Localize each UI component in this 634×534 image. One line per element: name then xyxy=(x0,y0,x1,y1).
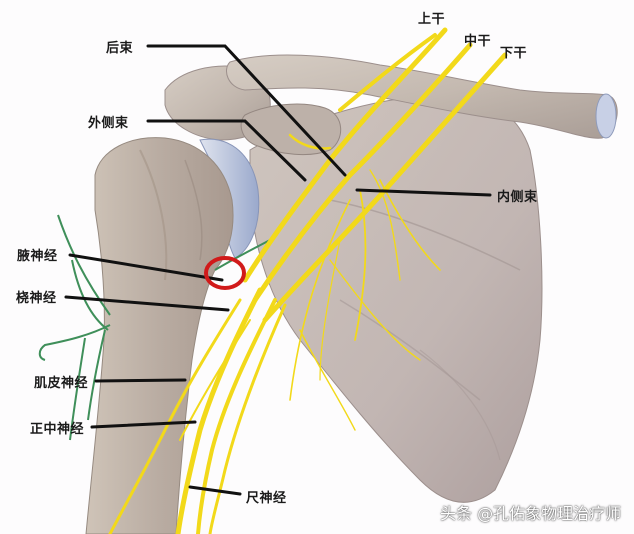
label-radial-nerve: 桡神经 xyxy=(16,291,57,306)
label-lateral-cord: 外侧束 xyxy=(88,116,129,131)
leader-medial-cord xyxy=(355,188,492,197)
leader-musculocutaneous-nerve xyxy=(94,378,187,383)
label-lower-trunk: 下干 xyxy=(500,46,528,61)
label-ulnar-nerve: 尺神经 xyxy=(246,491,287,506)
label-medial-cord: 内侧束 xyxy=(497,190,538,205)
label-posterior-cord: 后束 xyxy=(106,41,134,56)
axillary-nerve-branches xyxy=(38,214,271,441)
label-middle-trunk: 中干 xyxy=(464,34,492,49)
label-musculocutaneous-nerve: 肌皮神经 xyxy=(34,376,89,391)
leader-radial-nerve xyxy=(64,295,230,312)
leader-ulnar-nerve xyxy=(188,485,242,496)
label-axillary-nerve: 腋神经 xyxy=(17,249,58,264)
highlight-circle xyxy=(204,256,246,290)
leader-median-nerve xyxy=(90,420,197,429)
label-median-nerve: 正中神经 xyxy=(30,422,85,437)
watermark: 头条 @孔佑象物理治疗师 xyxy=(440,504,622,523)
leader-axillary-nerve xyxy=(68,253,224,282)
leader-lines xyxy=(64,44,492,496)
label-upper-trunk: 上干 xyxy=(418,12,446,27)
scapula xyxy=(249,94,543,503)
humerus xyxy=(85,137,234,534)
leader-lateral-cord xyxy=(146,119,307,182)
leader-posterior-cord xyxy=(146,44,347,177)
